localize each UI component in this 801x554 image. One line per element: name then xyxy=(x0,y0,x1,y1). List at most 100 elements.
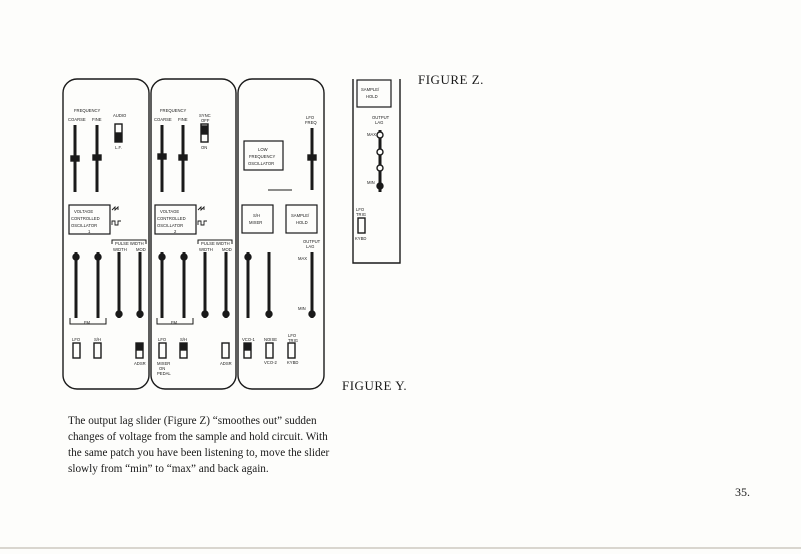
sh-trig-switch[interactable] xyxy=(287,342,296,359)
vco2-width-label: WIDTH xyxy=(199,247,213,252)
vco1-module-line1: VOLTAGE xyxy=(74,209,93,214)
vco2-coarse-slider-knob[interactable] xyxy=(157,153,167,160)
lfo-freq-slider-knob[interactable] xyxy=(307,154,317,161)
vco1-lfo-switch[interactable] xyxy=(72,342,81,359)
vco2-width-slider-knob[interactable] xyxy=(201,310,209,318)
figure-z-sample-hold-box xyxy=(356,79,392,108)
vco1-lf-label: L.F. xyxy=(115,145,122,150)
vco2-lfo-switch[interactable] xyxy=(158,342,167,359)
vco1-coarse-label: COARSE xyxy=(68,117,86,122)
sh-vco1-label: VCO-1 xyxy=(242,337,255,342)
vco1-pulse-width-label: PULSE WIDTH xyxy=(115,241,144,246)
vco1-adsr-switch[interactable] xyxy=(135,342,144,359)
lfo-sh-section xyxy=(237,78,325,390)
figure-z-sh-line2: HOLD xyxy=(366,94,378,99)
figure-y-caption: FIGURE Y. xyxy=(342,378,408,393)
vco2-module-line1: VOLTAGE xyxy=(160,209,179,214)
figure-z-panel xyxy=(352,79,401,264)
vco2-sawtooth-icon xyxy=(197,205,205,212)
vco2-module-box xyxy=(154,204,197,235)
vco1-fm-bracket xyxy=(69,318,107,325)
figure-z-kybd-label: KYBD xyxy=(355,236,366,241)
vco1-audio-lf-switch[interactable] xyxy=(114,123,123,143)
lfo-module-box xyxy=(243,140,284,171)
vco1-mod-slider-knob[interactable] xyxy=(136,310,144,318)
vco1-lfo-label: LFO xyxy=(72,337,81,342)
sh-noise-label: NOISE xyxy=(264,337,277,342)
vco2-sync-switch-lever xyxy=(201,125,208,135)
vco1-frequency-label: FREQUENCY xyxy=(74,108,100,113)
vco2-sh-label: S/H xyxy=(180,337,187,342)
vco1-sawtooth-icon xyxy=(111,205,119,212)
vco2-frequency-label: FREQUENCY xyxy=(160,108,186,113)
vco2-mixer-label: MIXER xyxy=(157,361,170,366)
lfo-freq-label-1: LFO xyxy=(306,115,315,120)
sh-mixer-line1: S/H xyxy=(253,213,260,218)
output-lag-slider-knob[interactable] xyxy=(308,310,316,318)
vco2-pulse-icon xyxy=(197,220,207,226)
figure-z-trig-label: TRIG xyxy=(356,212,366,217)
vco2-module-line3: OSCILLATOR xyxy=(157,223,183,228)
vco1-controls: FREQUENCY COARSE FINE AUDIO L.F. xyxy=(68,108,127,150)
body-line-1: The output lag slider (Figure Z) “smooth… xyxy=(68,415,317,427)
vco2-fm-slider-1-knob[interactable] xyxy=(158,253,166,261)
vco2-on-label: ON xyxy=(201,145,207,150)
vco1-fm-slider-1-knob[interactable] xyxy=(72,253,80,261)
vco2-coarse-label: COARSE xyxy=(154,117,172,122)
sh-lfo-trig-label: LFO xyxy=(288,333,297,338)
vco2-sh-switch[interactable] xyxy=(179,342,188,359)
body-line-4: slowly from “min” to “max” and back agai… xyxy=(68,463,269,475)
sh-mixer-vco1-slider-knob[interactable] xyxy=(244,253,252,261)
output-lag-label-2: LAG xyxy=(306,244,314,249)
sh-vco2-label: VCO-2 xyxy=(264,360,277,365)
vco1-module-box xyxy=(68,204,111,235)
vco2-lfo-label: LFO xyxy=(158,337,167,342)
lfo-module-line3: OSCILLATOR xyxy=(248,161,274,166)
vco1-module-line3: OSCILLATOR xyxy=(71,223,97,228)
figure-z-max-label: MAX xyxy=(367,132,376,137)
sample-hold-box xyxy=(285,204,318,234)
sh-noise-vco2-switch[interactable] xyxy=(265,342,274,359)
vco2-fine-slider-knob[interactable] xyxy=(178,154,188,161)
vco2-sync-switch[interactable] xyxy=(200,123,209,143)
output-lag-max-label: MAX xyxy=(298,256,307,261)
sh-mixer-noise-slider-knob[interactable] xyxy=(265,310,273,318)
figure-z-output-lag-knob[interactable] xyxy=(376,182,384,190)
vco1-width-label: WIDTH xyxy=(113,247,127,252)
figure-z-lag-position-1 xyxy=(376,131,384,139)
vco1-fm-slider-2-knob[interactable] xyxy=(94,253,102,261)
vco2-sh-switch-lever xyxy=(180,343,187,351)
vco1-fine-slider-knob[interactable] xyxy=(92,154,102,161)
figure-z-lag-position-3 xyxy=(376,164,384,172)
body-line-2: changes of voltage from the sample and h… xyxy=(68,431,328,443)
figure-y-panel xyxy=(62,78,325,390)
figure-z-output-lag-1: OUTPUT xyxy=(372,115,390,120)
vco1-width-slider-knob[interactable] xyxy=(115,310,123,318)
vco2-fm-slider-2-knob[interactable] xyxy=(180,253,188,261)
vco1-section xyxy=(62,78,150,390)
sample-hold-line1: SAMPLE/ xyxy=(291,213,310,218)
vco2-pulse-width-label: PULSE WIDTH xyxy=(201,241,230,246)
vco2-on-pedal-label: ON xyxy=(159,366,165,371)
sh-mixer-box xyxy=(241,204,274,234)
sh-vco1-vco2-switch-lever xyxy=(244,343,251,351)
figure-z-lfo-label: LFO xyxy=(356,207,365,212)
sh-vco1-vco2-switch[interactable] xyxy=(243,342,252,359)
sh-kybd-label: KYBD xyxy=(287,360,298,365)
vco1-adsr-label: ADSR xyxy=(134,361,146,366)
vco2-mod-slider-knob[interactable] xyxy=(222,310,230,318)
figure-z-sh-line1: SAMPLE/ xyxy=(361,87,380,92)
vco2-fm-label: FM xyxy=(171,320,178,325)
vco2-fine-label: FINE xyxy=(178,117,188,122)
vco1-fm-label: FM xyxy=(84,320,91,325)
vco1-coarse-slider-knob[interactable] xyxy=(70,155,80,162)
vco2-module-number: 2 xyxy=(174,229,177,234)
vco1-sh-switch[interactable] xyxy=(93,342,102,359)
figure-z-min-label: MIN xyxy=(367,180,375,185)
figure-z-output-lag-2: LAG xyxy=(375,120,383,125)
page-bottom-edge xyxy=(0,547,801,549)
figure-z-trig-switch[interactable] xyxy=(357,217,366,234)
vco1-module-number: 1 xyxy=(88,229,91,234)
vco2-adsr-switch[interactable] xyxy=(221,342,230,359)
